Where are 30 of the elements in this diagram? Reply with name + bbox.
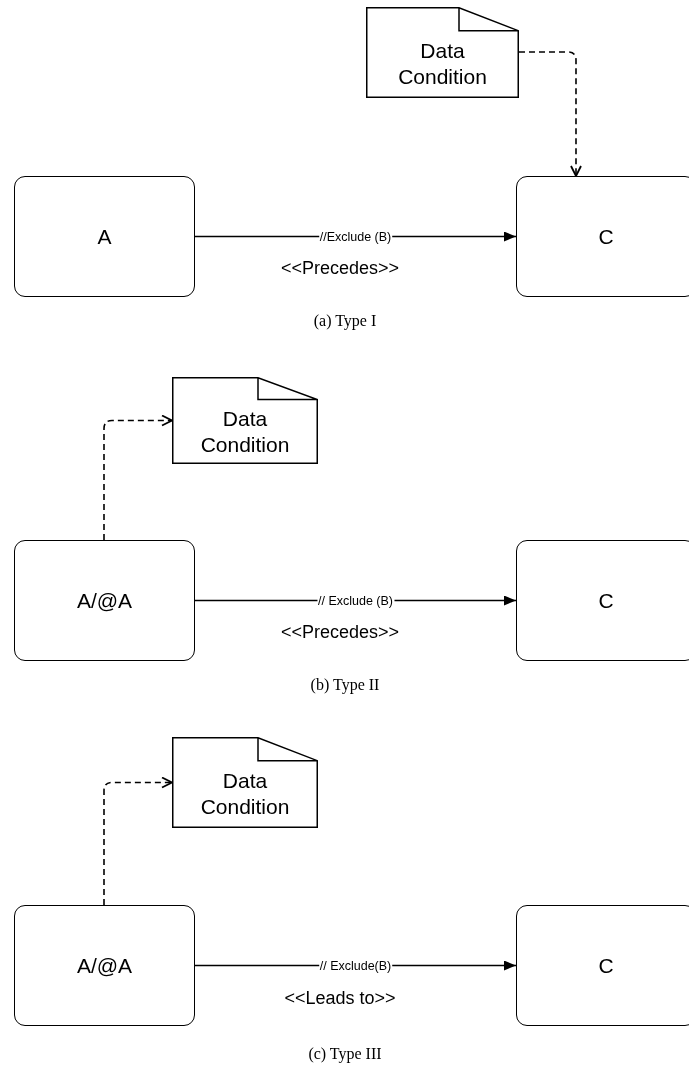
rounded-box (14, 905, 195, 1026)
stereotype-label: <<Precedes>> (280, 622, 400, 643)
edge-label: //Exclude (B) (318, 229, 393, 244)
rounded-box (14, 540, 195, 661)
stereotype-label: <<Leads to>> (284, 988, 396, 1009)
stereotype-label: <<Precedes>> (280, 258, 400, 279)
note-shape (172, 737, 318, 828)
node-text: A/@A (76, 952, 133, 979)
node-text: Data Condition (199, 406, 291, 457)
figure-caption: (c) Type III (308, 1045, 382, 1063)
rounded-box (14, 176, 195, 297)
node-text: C (598, 587, 614, 614)
dashed-arrow (518, 51, 582, 177)
dashed-arrow (103, 414, 173, 541)
dashed-arrow (103, 776, 173, 906)
node-text: C (598, 952, 614, 979)
node-text: Data Condition (199, 768, 291, 819)
rounded-box (516, 540, 689, 661)
note-shape (172, 377, 318, 464)
node-text: Data Condition (397, 38, 488, 89)
rounded-box (516, 905, 689, 1026)
note-shape (366, 7, 519, 98)
node-text: A/@A (76, 587, 133, 614)
node-text: C (598, 223, 614, 250)
edge-label: // Exclude(B) (318, 958, 393, 973)
node-text: A (97, 223, 112, 250)
edge-label: // Exclude (B) (317, 593, 394, 608)
figure-caption: (b) Type II (310, 676, 380, 694)
figure-caption: (a) Type I (313, 312, 377, 330)
rounded-box (516, 176, 689, 297)
